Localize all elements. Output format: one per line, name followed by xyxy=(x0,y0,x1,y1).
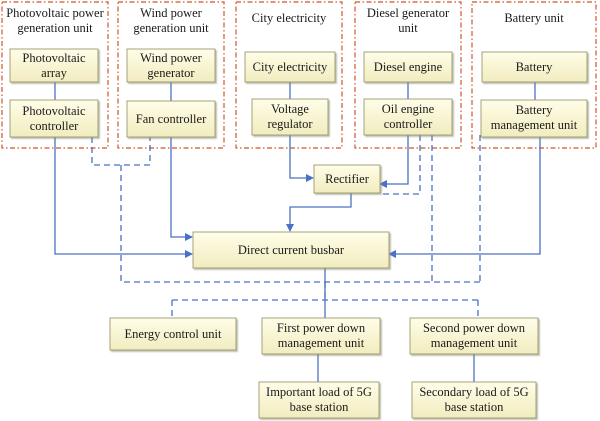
link-fan-controller-busbar xyxy=(170,137,193,241)
dc-busbar-label: Direct current busbar xyxy=(238,243,345,257)
link-pv-controller-busbar xyxy=(54,137,193,258)
first-power-down-box: First power down management unit xyxy=(261,317,381,355)
wind-generator-label: Wind power xyxy=(140,51,202,65)
photovoltaic-unit-title: Photovoltaic power xyxy=(6,6,104,20)
city-electricity-label: City electricity xyxy=(253,60,328,74)
diesel-engine-label: Diesel engine xyxy=(374,60,443,74)
battery-box: Battery xyxy=(481,51,588,83)
second-power-down-label-line2: management unit xyxy=(431,336,518,350)
photovoltaic-controller-label: Photovoltaic xyxy=(22,104,86,118)
rectifier-label: Rectifier xyxy=(325,172,370,186)
diesel-engine-box: Diesel engine xyxy=(363,51,453,83)
link-dash-oil-controller-rectifier xyxy=(380,135,421,195)
important-load-label: Important load of 5G xyxy=(266,385,372,399)
city-electricity-box: City electricity xyxy=(244,51,336,83)
diesel-unit-title: Diesel generator xyxy=(367,6,450,20)
battery-management-label-line2: management unit xyxy=(491,118,578,132)
fan-controller-label: Fan controller xyxy=(136,112,207,126)
secondary-load-box: Secondary load of 5G base station xyxy=(411,381,537,419)
voltage-regulator-label: Voltage xyxy=(271,102,309,116)
battery-unit-title: Battery unit xyxy=(504,11,564,25)
wind-unit-title: Wind power xyxy=(140,6,202,20)
voltage-regulator-label-line2: regulator xyxy=(267,117,313,131)
city-unit-title: City electricity xyxy=(252,11,327,25)
wind-generator-label-line2: generator xyxy=(147,66,195,80)
important-load-label-line2: base station xyxy=(290,400,349,414)
battery-label: Battery xyxy=(516,60,554,74)
secondary-load-label-line2: base station xyxy=(445,400,504,414)
link-oil-controller-rectifier xyxy=(379,135,409,188)
battery-management-box: Battery management unit xyxy=(480,99,588,138)
first-power-down-label-line2: management unit xyxy=(278,336,365,350)
second-power-down-box: Second power down management unit xyxy=(409,317,539,355)
photovoltaic-unit-title-line2: generation unit xyxy=(17,21,93,35)
link-rectifier-busbar xyxy=(286,193,352,232)
link-dash-pv-controller xyxy=(91,137,151,166)
first-power-down-label: First power down xyxy=(277,321,366,335)
oil-engine-controller-box: Oil engine controller xyxy=(363,98,453,136)
photovoltaic-array-label: Photovoltaic xyxy=(22,51,86,65)
link-battery-busbar xyxy=(388,137,541,258)
energy-control-label: Energy control unit xyxy=(125,327,222,341)
important-load-box: Important load of 5G base station xyxy=(258,381,380,419)
photovoltaic-controller-box: Photovoltaic controller xyxy=(9,99,99,138)
energy-control-box: Energy control unit xyxy=(109,317,237,351)
battery-management-label: Battery xyxy=(516,103,554,117)
oil-engine-controller-label-line2: controller xyxy=(384,117,433,131)
photovoltaic-array-label-line2: array xyxy=(41,66,67,80)
battery-unit-frame xyxy=(471,1,597,149)
dc-busbar-box: Direct current busbar xyxy=(192,231,390,269)
voltage-regulator-box: Voltage regulator xyxy=(251,98,329,136)
link-regulator-rectifier xyxy=(289,135,314,182)
fan-controller-box: Fan controller xyxy=(126,100,216,138)
wind-generator-box: Wind power generator xyxy=(126,48,216,83)
diesel-unit-title-line2: unit xyxy=(398,21,418,35)
wind-unit-title-line2: generation unit xyxy=(133,21,209,35)
oil-engine-controller-label: Oil engine xyxy=(382,102,435,116)
rectifier-box: Rectifier xyxy=(313,164,381,194)
photovoltaic-array-box: Photovoltaic array xyxy=(9,48,99,83)
second-power-down-label: Second power down xyxy=(423,321,526,335)
secondary-load-label: Secondary load of 5G xyxy=(419,385,528,399)
photovoltaic-controller-label-line2: controller xyxy=(30,119,79,133)
